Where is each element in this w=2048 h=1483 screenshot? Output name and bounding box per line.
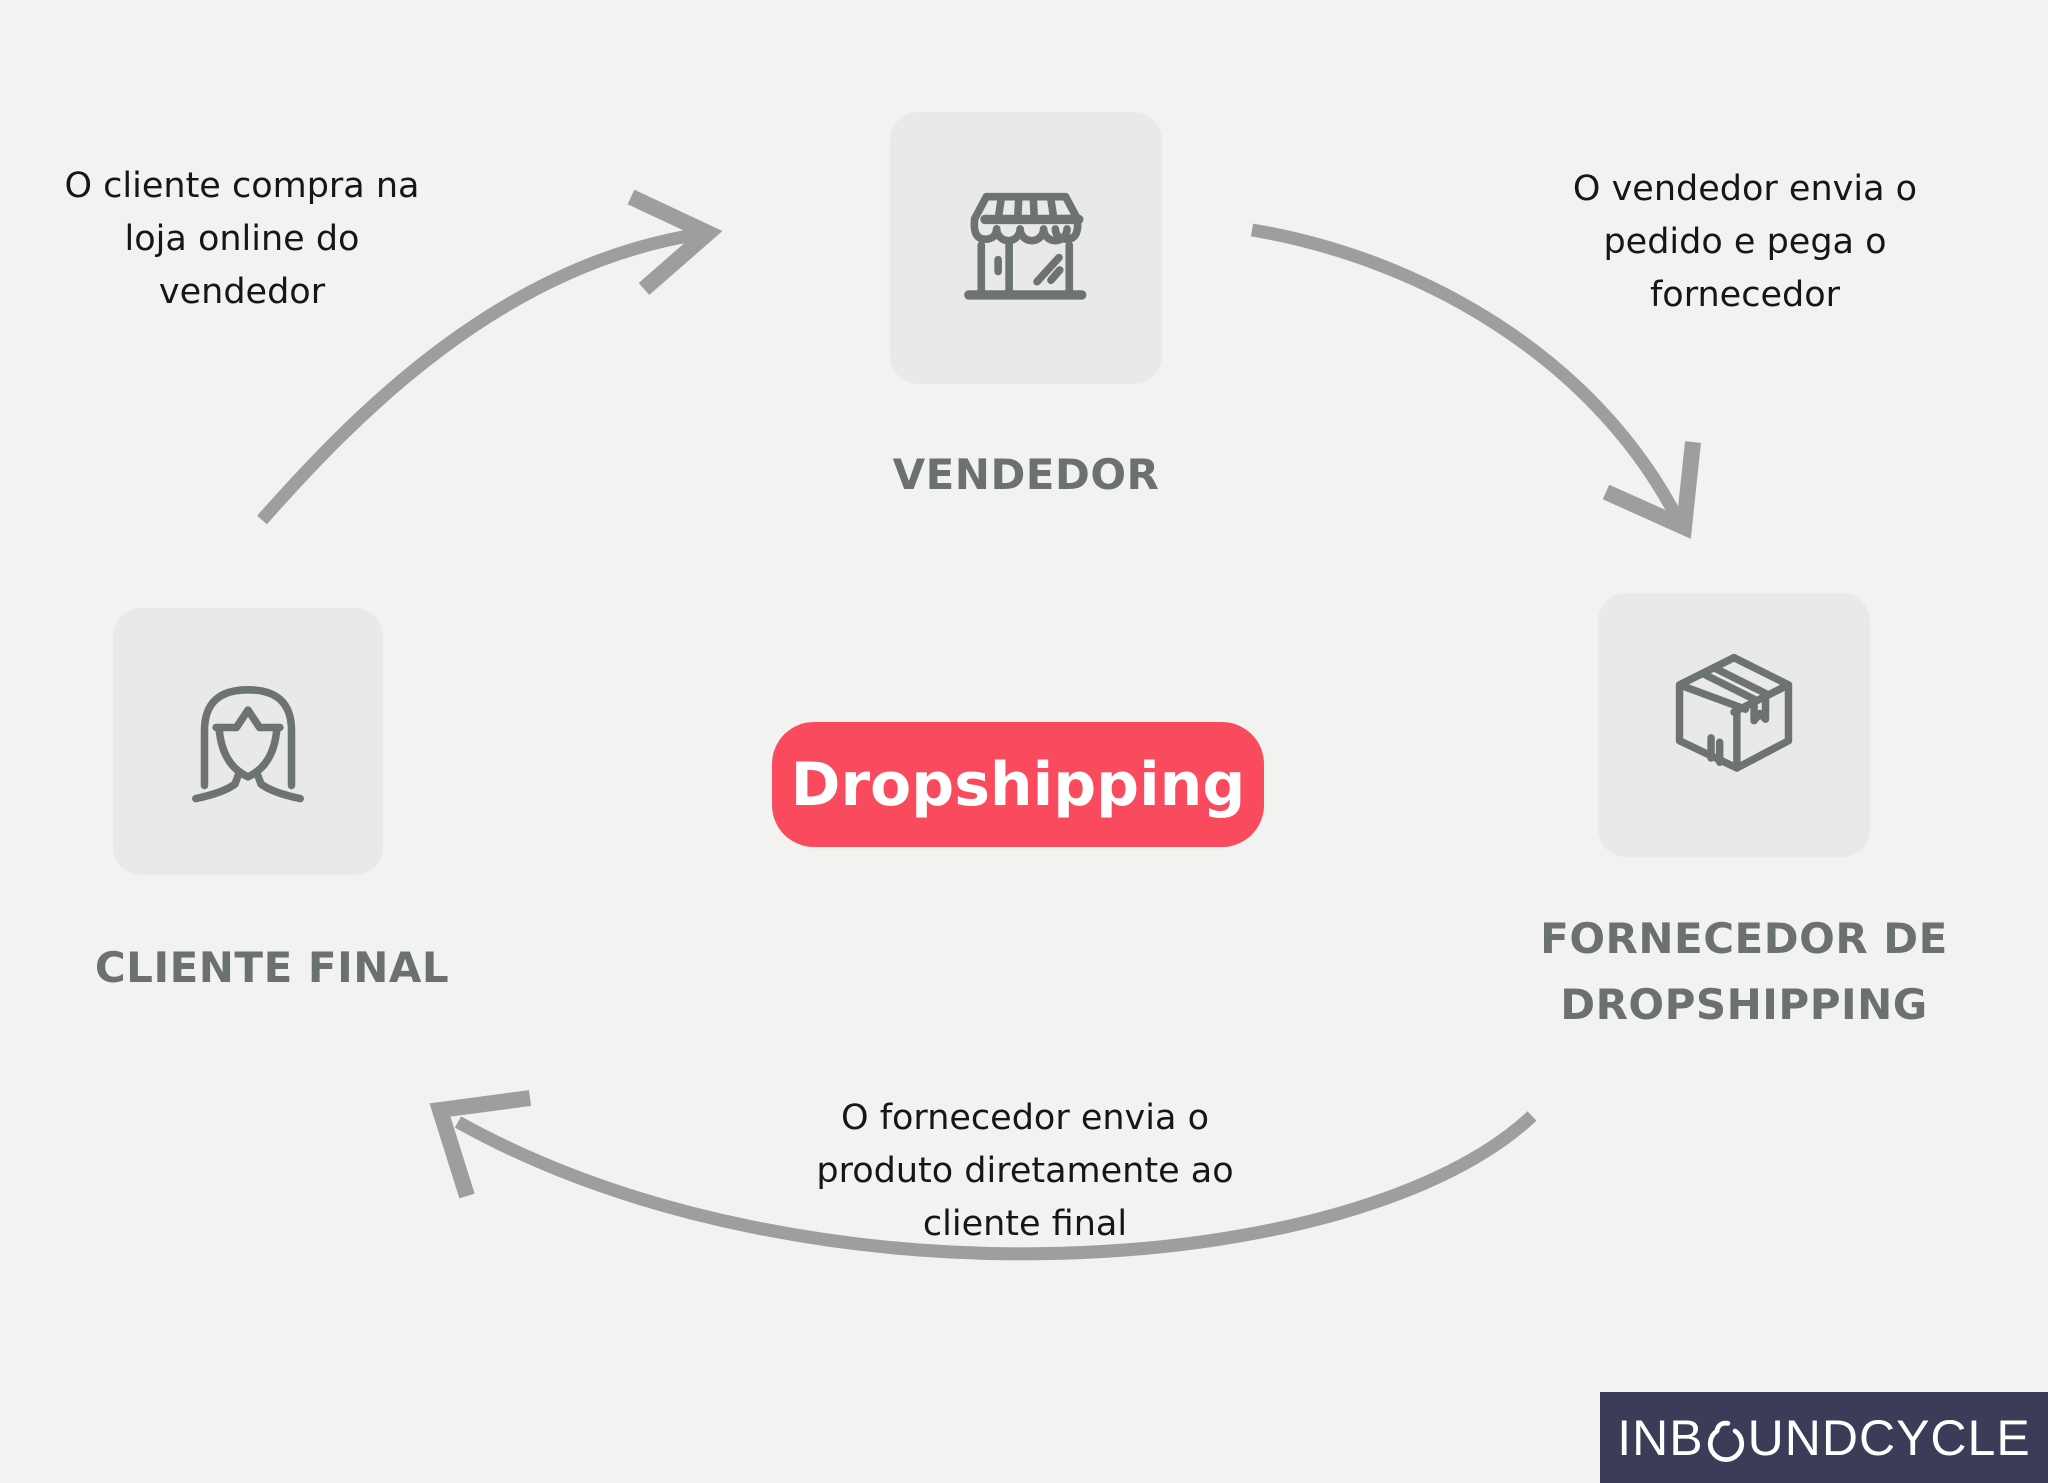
customer-icon bbox=[192, 685, 304, 802]
annotation-vendedor-to-fornecedor: O vendedor envia o pedido e pega o forne… bbox=[1525, 163, 1965, 322]
arrowhead-fornecedor-to-cliente bbox=[429, 1090, 532, 1199]
inboundcycle-logo: INB UNDCYCLE bbox=[1600, 1392, 2048, 1483]
arrow-vendedor-to-fornecedor bbox=[1250, 223, 1682, 520]
annotation-line: O cliente compra na bbox=[64, 166, 420, 206]
annotation-line: O vendedor envia o bbox=[1572, 169, 1918, 209]
fornecedor-label: FORNECEDOR DE DROPSHIPPING bbox=[1540, 914, 1948, 1029]
annotation-cliente-to-vendedor: O cliente compra na loja online do vende… bbox=[42, 160, 442, 319]
storefront-icon bbox=[964, 192, 1087, 300]
annotation-line: produto diretamente ao bbox=[816, 1151, 1234, 1191]
annotation-line: loja online do bbox=[124, 219, 360, 259]
annotation-line: vendedor bbox=[158, 272, 326, 312]
logo-text-prefix: INB bbox=[1617, 1409, 1704, 1466]
cliente-card bbox=[113, 608, 383, 875]
cliente-label: CLIENTE FINAL bbox=[94, 943, 450, 992]
logo-text-suffix: UNDCYCLE bbox=[1747, 1409, 2031, 1466]
annotation-line: pedido e pega o bbox=[1603, 222, 1887, 262]
arrow-fornecedor-to-cliente bbox=[454, 1111, 1537, 1261]
arrowhead-vendedor-to-fornecedor bbox=[1602, 441, 1701, 539]
annotation-line: O fornecedor envia o bbox=[841, 1098, 1209, 1138]
vendedor-card bbox=[890, 112, 1162, 384]
open-circle-o-icon bbox=[1707, 1420, 1744, 1462]
annotation-line: fornecedor bbox=[1649, 275, 1841, 315]
annotation-fornecedor-to-cliente: O fornecedor envia o produto diretamente… bbox=[790, 1092, 1260, 1251]
fornecedor-card bbox=[1598, 593, 1870, 857]
arrowhead-cliente-to-vendedor bbox=[627, 189, 723, 296]
dropshipping-badge-label: Dropshipping bbox=[790, 749, 1246, 820]
package-box-icon bbox=[1675, 653, 1793, 772]
annotation-line: cliente final bbox=[922, 1204, 1128, 1244]
arrow-cliente-to-vendedor bbox=[257, 227, 701, 525]
dropshipping-badge: Dropshipping bbox=[772, 722, 1264, 847]
vendedor-label: VENDEDOR bbox=[892, 450, 1160, 499]
